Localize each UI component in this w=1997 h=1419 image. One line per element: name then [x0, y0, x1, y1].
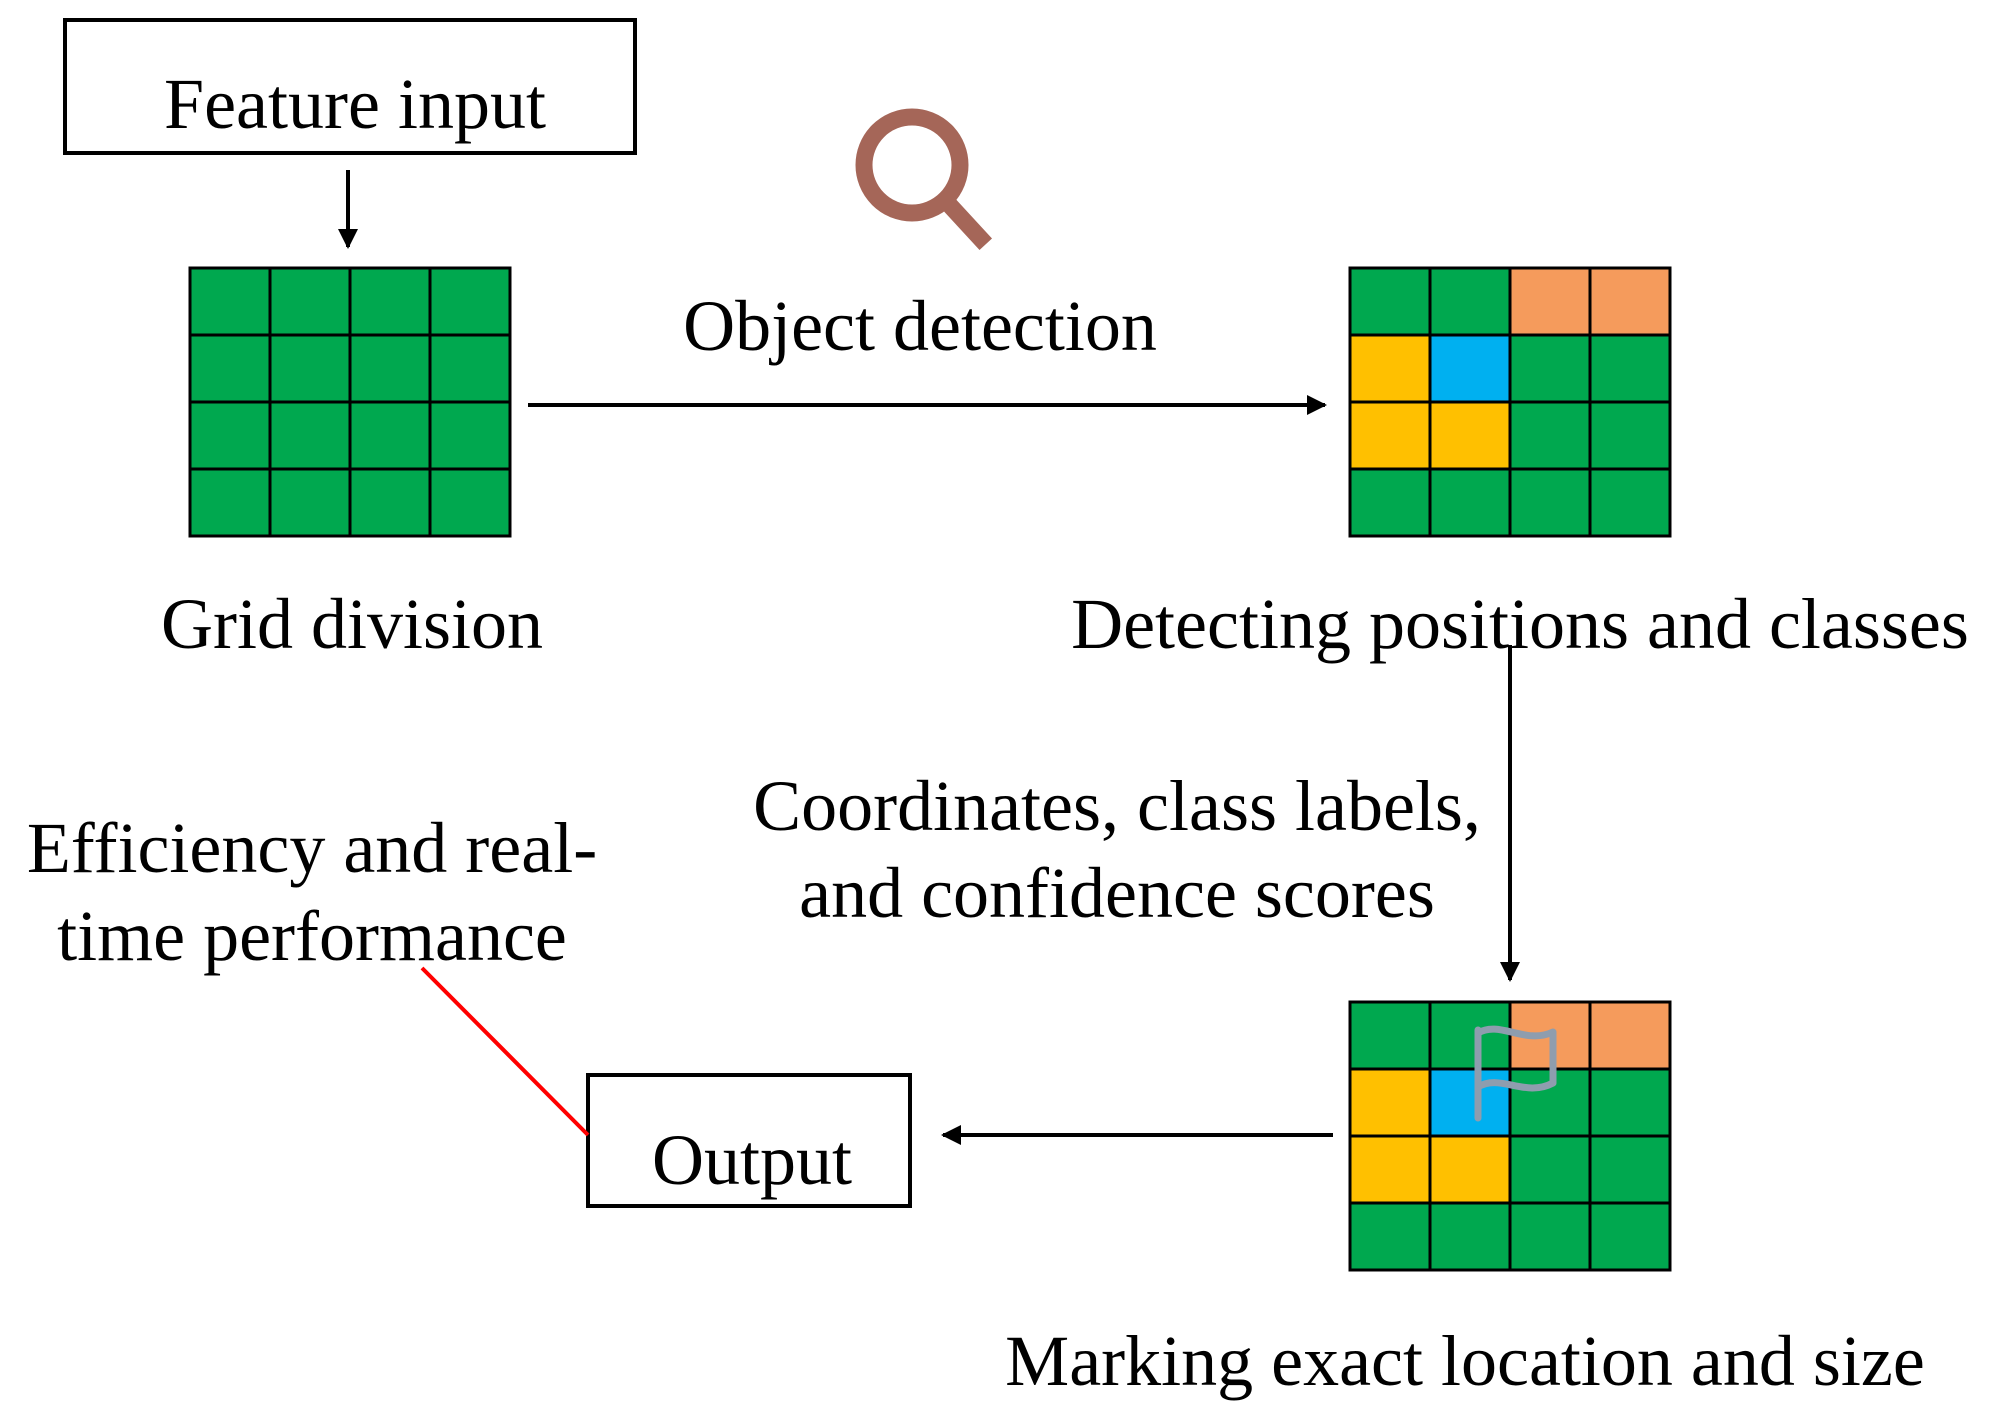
feature-input-label: Feature input: [164, 64, 546, 144]
coordinates-label-line1: Coordinates, class labels,: [753, 766, 1481, 846]
grid-cell-green: [188, 400, 272, 471]
output-label: Output: [652, 1120, 852, 1200]
grid-cell-green: [1508, 400, 1592, 471]
grid-cell-green: [1588, 333, 1672, 404]
feature-input-box: Feature input: [63, 18, 637, 155]
marking-label: Marking exact location and size: [1005, 1321, 1925, 1401]
grid-cell-blue: [1428, 1067, 1512, 1138]
grid-cell-green: [1348, 1000, 1432, 1071]
grid-cell-green: [1348, 467, 1432, 538]
grid-cell-green: [1588, 1134, 1672, 1205]
grid-cell-green: [1428, 1000, 1512, 1071]
grid-cell-green: [1348, 1201, 1432, 1272]
grid-cell-green: [428, 467, 512, 538]
grid-cell-green: [1508, 1134, 1592, 1205]
grid-cell-green: [348, 333, 432, 404]
flag-icon: [1474, 1025, 1557, 1122]
grid-cell-green: [1588, 1201, 1672, 1272]
efficiency-label-line1: Efficiency and real-: [27, 808, 597, 888]
grid-cell-green: [1588, 1067, 1672, 1138]
grid-cell-orange: [1588, 266, 1672, 337]
grid-cell-green: [268, 266, 352, 337]
grid-cell-green: [1428, 467, 1512, 538]
grid-cell-green: [268, 467, 352, 538]
object-detection-label: Object detection: [683, 286, 1157, 366]
grid-cell-green: [1508, 467, 1592, 538]
grid-cell-green: [348, 266, 432, 337]
magnifier-icon: [855, 108, 993, 251]
grid-cell-yellow: [1348, 333, 1432, 404]
grid-cell-green: [268, 333, 352, 404]
grid-cell-yellow: [1428, 400, 1512, 471]
grid-cell-orange: [1588, 1000, 1672, 1071]
grid-cell-green: [348, 400, 432, 471]
grid-cell-green: [428, 266, 512, 337]
grid-division-label: Grid division: [161, 584, 543, 664]
grid-cell-green: [1508, 1201, 1592, 1272]
grid-cell-green: [428, 333, 512, 404]
grid-cell-green: [188, 266, 272, 337]
efficiency-label-line2: time performance: [57, 896, 567, 976]
grid-cell-green: [1348, 266, 1432, 337]
grid-cell-green: [1428, 266, 1512, 337]
grid-cell-yellow: [1348, 1067, 1432, 1138]
grid-cell-yellow: [1348, 1134, 1432, 1205]
grid-division-grid: [188, 266, 512, 538]
grid-cell-green: [268, 400, 352, 471]
grid-cell-blue: [1428, 333, 1512, 404]
grid-cell-green: [1508, 333, 1592, 404]
grid-cell-green: [1588, 467, 1672, 538]
grid-cell-yellow: [1428, 1134, 1512, 1205]
red-connector-line: [420, 966, 590, 1137]
grid-cell-green: [1588, 400, 1672, 471]
detected-grid: [1348, 266, 1672, 538]
output-box: Output: [586, 1073, 912, 1208]
grid-cell-green: [428, 400, 512, 471]
detecting-label: Detecting positions and classes: [1071, 584, 1969, 664]
grid-cell-yellow: [1348, 400, 1432, 471]
grid-cell-green: [188, 467, 272, 538]
marked-grid: [1348, 1000, 1672, 1272]
grid-cell-green: [348, 467, 432, 538]
grid-cell-orange: [1508, 266, 1592, 337]
grid-cell-green: [1428, 1201, 1512, 1272]
grid-cell-green: [188, 333, 272, 404]
coordinates-label-line2: and confidence scores: [799, 853, 1435, 933]
